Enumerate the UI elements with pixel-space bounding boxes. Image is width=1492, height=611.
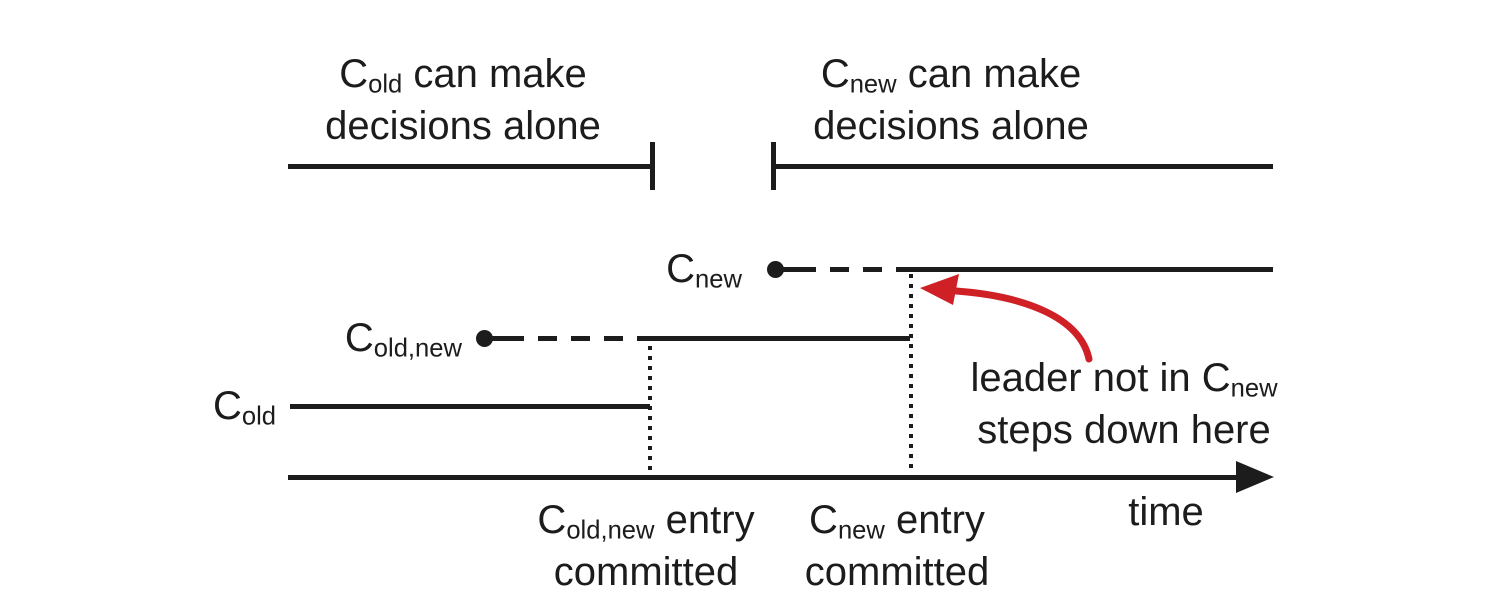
leader-note: leader not in Cnew steps down here: [970, 352, 1277, 456]
annotation-oldnew-committed: Cold,new entry committed: [537, 494, 754, 598]
leader-note-prefix: leader not in: [970, 356, 1202, 400]
time-axis-label: time: [1128, 490, 1204, 534]
guide-dotted-new-committed: [909, 274, 913, 473]
annotation-new-committed: Cnew entry committed: [805, 494, 990, 598]
old-decision-end-tick: [650, 142, 655, 190]
caption-new-line2: decisions alone: [813, 104, 1089, 148]
new-decision-start-tick: [771, 142, 776, 190]
caption-old-decisions: Cold can make decisions alone: [325, 48, 601, 152]
cnew-dot-stub: [775, 267, 797, 272]
leader-note-line2: steps down here: [977, 408, 1271, 452]
caption-old-line2: decisions alone: [325, 104, 601, 148]
old-decision-span-line: [288, 164, 653, 169]
annotation-new-line2: committed: [804, 550, 990, 594]
caption-new-decisions: Cnew can make decisions alone: [813, 48, 1089, 152]
cold-solid-line: [290, 404, 650, 409]
caption-old-rest: can make: [402, 52, 587, 96]
coldnew-dot-stub: [484, 336, 505, 341]
coldnew-label: Cold,new: [344, 316, 462, 363]
guide-dotted-oldnew-committed: [648, 346, 652, 473]
cnew-label: Cnew: [666, 247, 742, 294]
time-axis-line: [288, 475, 1240, 480]
caption-old-sub: old: [368, 70, 403, 99]
caption-new-base: C: [820, 52, 850, 96]
cold-label: Cold: [212, 384, 276, 431]
caption-new-rest: can make: [896, 52, 1082, 96]
caption-old-base: C: [339, 52, 369, 96]
coldnew-solid-line: [648, 336, 910, 341]
cnew-solid-line: [908, 267, 1273, 272]
cnew-dashed-line: [797, 267, 908, 272]
annotation-oldnew-line2: committed: [553, 550, 739, 594]
new-decision-span-line: [774, 164, 1273, 169]
coldnew-dashed-line: [505, 336, 648, 341]
time-axis-arrowhead-icon: [1236, 461, 1274, 493]
caption-new-sub: new: [849, 70, 897, 99]
